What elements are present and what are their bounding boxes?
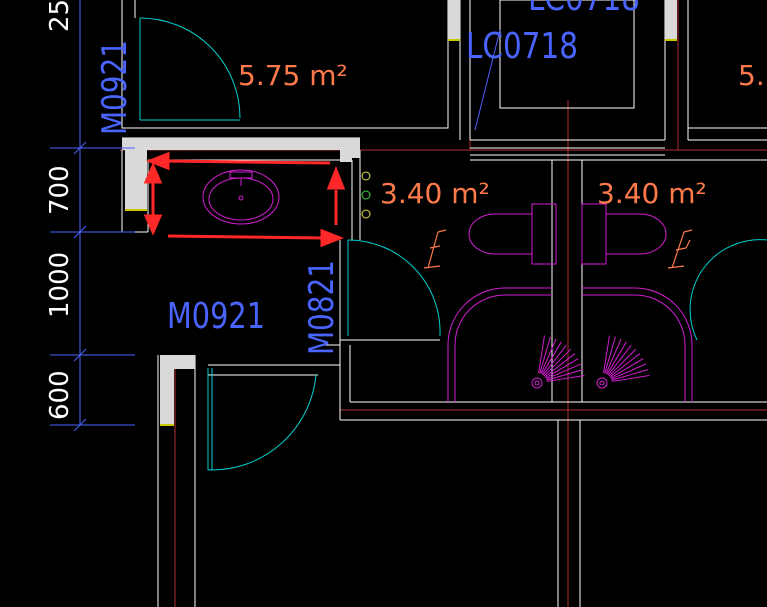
- squat-pan-ray: [543, 348, 572, 377]
- squat-pan-ray: [542, 344, 567, 376]
- squat-pan-ray: [606, 341, 627, 375]
- squat-pan-ray: [605, 338, 622, 375]
- dimension-label-1000: 1000: [45, 252, 75, 318]
- dimension-lines: [50, 0, 501, 432]
- drain-symbols: [423, 229, 693, 269]
- squat-pan-ray: [608, 348, 637, 377]
- squat-pan-ray: [544, 353, 576, 378]
- squat-pan-ray: [604, 336, 616, 374]
- squat-pan-ray: [611, 374, 650, 382]
- wall-fills: [122, 0, 677, 425]
- dimension-label-600: 600: [45, 370, 75, 420]
- squat-pan-ray: [541, 341, 562, 375]
- squat-pan-ray: [545, 363, 582, 380]
- squat-pan-ray: [538, 335, 546, 374]
- dimension-label-25: 25: [45, 0, 75, 32]
- text-labels: 5.75 m² 5. 3.40 m² 3.40 m² LC0718 LC0718…: [45, 0, 765, 420]
- squat-pan-ray: [546, 374, 585, 382]
- squat-pan-ray: [546, 369, 584, 381]
- squat-pan-ray: [610, 363, 647, 380]
- wash-basin: [202, 169, 280, 225]
- toilet-fixtures: [468, 203, 667, 265]
- window-label-lc0718-top: LC0718: [528, 0, 640, 19]
- area-label-toilet-left: 3.40 m²: [380, 177, 490, 210]
- area-label-room-top-right: 5.: [738, 59, 765, 92]
- area-label-toilet-right: 3.40 m²: [597, 177, 707, 210]
- squat-pan-ray: [540, 338, 557, 375]
- dimension-label-700: 700: [45, 165, 75, 215]
- door-label-m0921-mid: M0921: [167, 296, 265, 337]
- door-swings: [139, 17, 767, 471]
- status-dots: [361, 171, 371, 219]
- annotation-arrows: [143, 151, 346, 248]
- door-label-m0921-top: M0921: [95, 40, 135, 135]
- door-label-m0821: M0821: [302, 260, 342, 355]
- squat-pan-ray: [539, 336, 551, 374]
- squat-pan-ray: [545, 358, 579, 379]
- door-frames: [125, 39, 677, 426]
- area-label-room-top: 5.75 m²: [238, 59, 348, 92]
- squat-pan-ray: [603, 335, 611, 374]
- window-label-lc0718: LC0718: [466, 26, 578, 67]
- squat-pan-ray: [610, 358, 644, 379]
- squat-pan-ray: [611, 369, 649, 381]
- squat-pan-ray: [609, 353, 641, 378]
- squat-fixtures: [447, 287, 693, 402]
- squat-pan-ray: [607, 344, 632, 376]
